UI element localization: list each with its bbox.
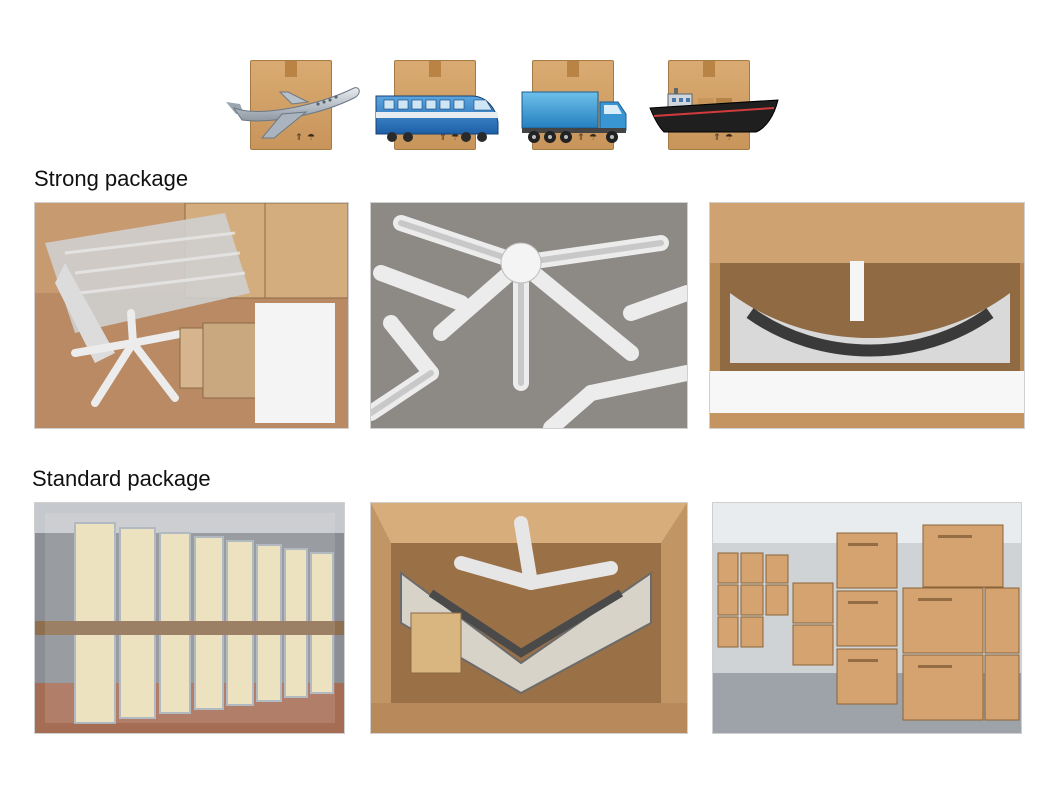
airplane-icon: ⇑ ☂ bbox=[222, 60, 362, 152]
photo-bundled-chair-bases bbox=[370, 202, 688, 429]
photo-chair-in-carton bbox=[370, 502, 688, 734]
shipping-icons-row: ⇑ ☂ ⇑ ☂ ⇑ ☂ bbox=[222, 58, 782, 153]
standard-package-title: Standard package bbox=[32, 466, 211, 491]
photo-stacked-wrapped-chairs bbox=[34, 502, 345, 734]
photo-wrapped-chair-parts bbox=[34, 202, 349, 429]
photo-warehouse-cartons bbox=[712, 502, 1022, 734]
train-icon: ⇑ ☂ bbox=[372, 60, 512, 152]
truck-icon: ⇑ ☂ bbox=[518, 60, 658, 152]
photo-chair-in-carton-foam bbox=[709, 202, 1025, 429]
strong-package-title: Strong package bbox=[34, 166, 189, 191]
ship-icon: ⇑ ☂ bbox=[648, 60, 788, 152]
